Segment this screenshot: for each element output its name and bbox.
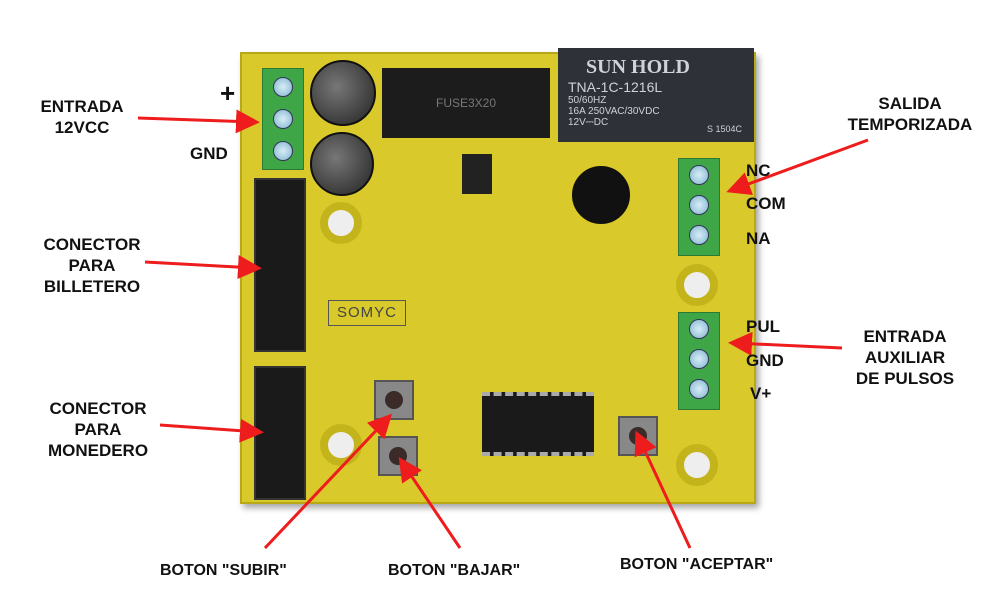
mounting-hole xyxy=(320,424,362,466)
microcontroller-chip xyxy=(482,392,594,456)
label-line: TEMPORIZADA xyxy=(847,115,973,134)
buzzer xyxy=(572,166,630,224)
relay-terminal-block xyxy=(678,158,720,256)
relay-brand: SUN HOLD xyxy=(586,56,690,78)
mounting-hole xyxy=(676,264,718,306)
fuse-holder: FUSE3X20 xyxy=(382,68,550,138)
power-terminal-block xyxy=(262,68,304,170)
label-boton-aceptar: BOTON "ACEPTAR" xyxy=(620,556,774,573)
label-vplus: V+ xyxy=(750,384,772,403)
label-com: COM xyxy=(746,194,786,213)
arrow-entrada xyxy=(137,109,260,134)
label-entrada-auxiliar: ENTRADA AUXILIAR DE PULSOS xyxy=(840,326,970,389)
label-line: PARA xyxy=(74,420,122,439)
relay-model: TNA-1C-1216L xyxy=(568,79,663,95)
label-line: CONECTOR xyxy=(49,399,147,418)
relay: SUN HOLD TNA-1C-1216L 50/60HZ 16A 250VAC… xyxy=(558,48,754,142)
label-line: 12VCC xyxy=(54,118,110,137)
label-na: NA xyxy=(746,229,771,248)
label-line: PARA xyxy=(68,256,116,275)
label-line: DE PULSOS xyxy=(855,369,955,388)
relay-spec: 50/60HZ xyxy=(568,95,607,106)
regulator xyxy=(462,154,492,194)
label-boton-subir: BOTON "SUBIR" xyxy=(160,562,287,579)
arrow-bajar xyxy=(398,457,462,549)
arrow-aceptar xyxy=(634,430,692,549)
label-line: AUXILIAR xyxy=(864,348,946,367)
label-gnd-aux: GND xyxy=(746,351,784,370)
relay-spec: 12V⎓DC xyxy=(568,117,609,128)
bajar-button[interactable] xyxy=(378,436,418,476)
label-nc: NC xyxy=(746,161,771,180)
arrow-monedero xyxy=(159,418,264,443)
label-conector-billetero: CONECTOR PARA BILLETERO xyxy=(36,234,148,297)
label-pul: PUL xyxy=(746,317,780,336)
somyc-logo: SOMYC xyxy=(328,300,406,326)
label-plus: + xyxy=(220,78,236,108)
subir-button[interactable] xyxy=(374,380,414,420)
label-salida-temporizada: SALIDA TEMPORIZADA xyxy=(845,93,975,135)
label-gnd-power: GND xyxy=(190,144,228,163)
label-boton-bajar: BOTON "BAJAR" xyxy=(388,562,521,579)
label-line: ENTRADA xyxy=(863,327,947,346)
capacitor xyxy=(310,60,376,126)
label-line: MONEDERO xyxy=(47,441,149,460)
label-line: SALIDA xyxy=(878,94,942,113)
capacitor xyxy=(310,132,374,196)
mounting-hole xyxy=(676,444,718,486)
relay-cert: S 1504C xyxy=(706,124,742,134)
arrow-auxiliar xyxy=(728,331,843,356)
label-conector-monedero: CONECTOR PARA MONEDERO xyxy=(36,398,160,461)
label-line: BILLETERO xyxy=(43,277,141,296)
arrow-salida xyxy=(726,138,869,196)
arrow-billetero xyxy=(144,255,262,280)
label-entrada-12vcc: ENTRADA 12VCC xyxy=(30,96,134,138)
label-line: ENTRADA xyxy=(40,97,124,116)
label-line: CONECTOR xyxy=(43,235,141,254)
arrow-subir xyxy=(263,413,393,550)
mounting-hole xyxy=(320,202,362,244)
relay-spec: 16A 250VAC/30VDC xyxy=(568,106,660,117)
pulse-terminal-block xyxy=(678,312,720,410)
